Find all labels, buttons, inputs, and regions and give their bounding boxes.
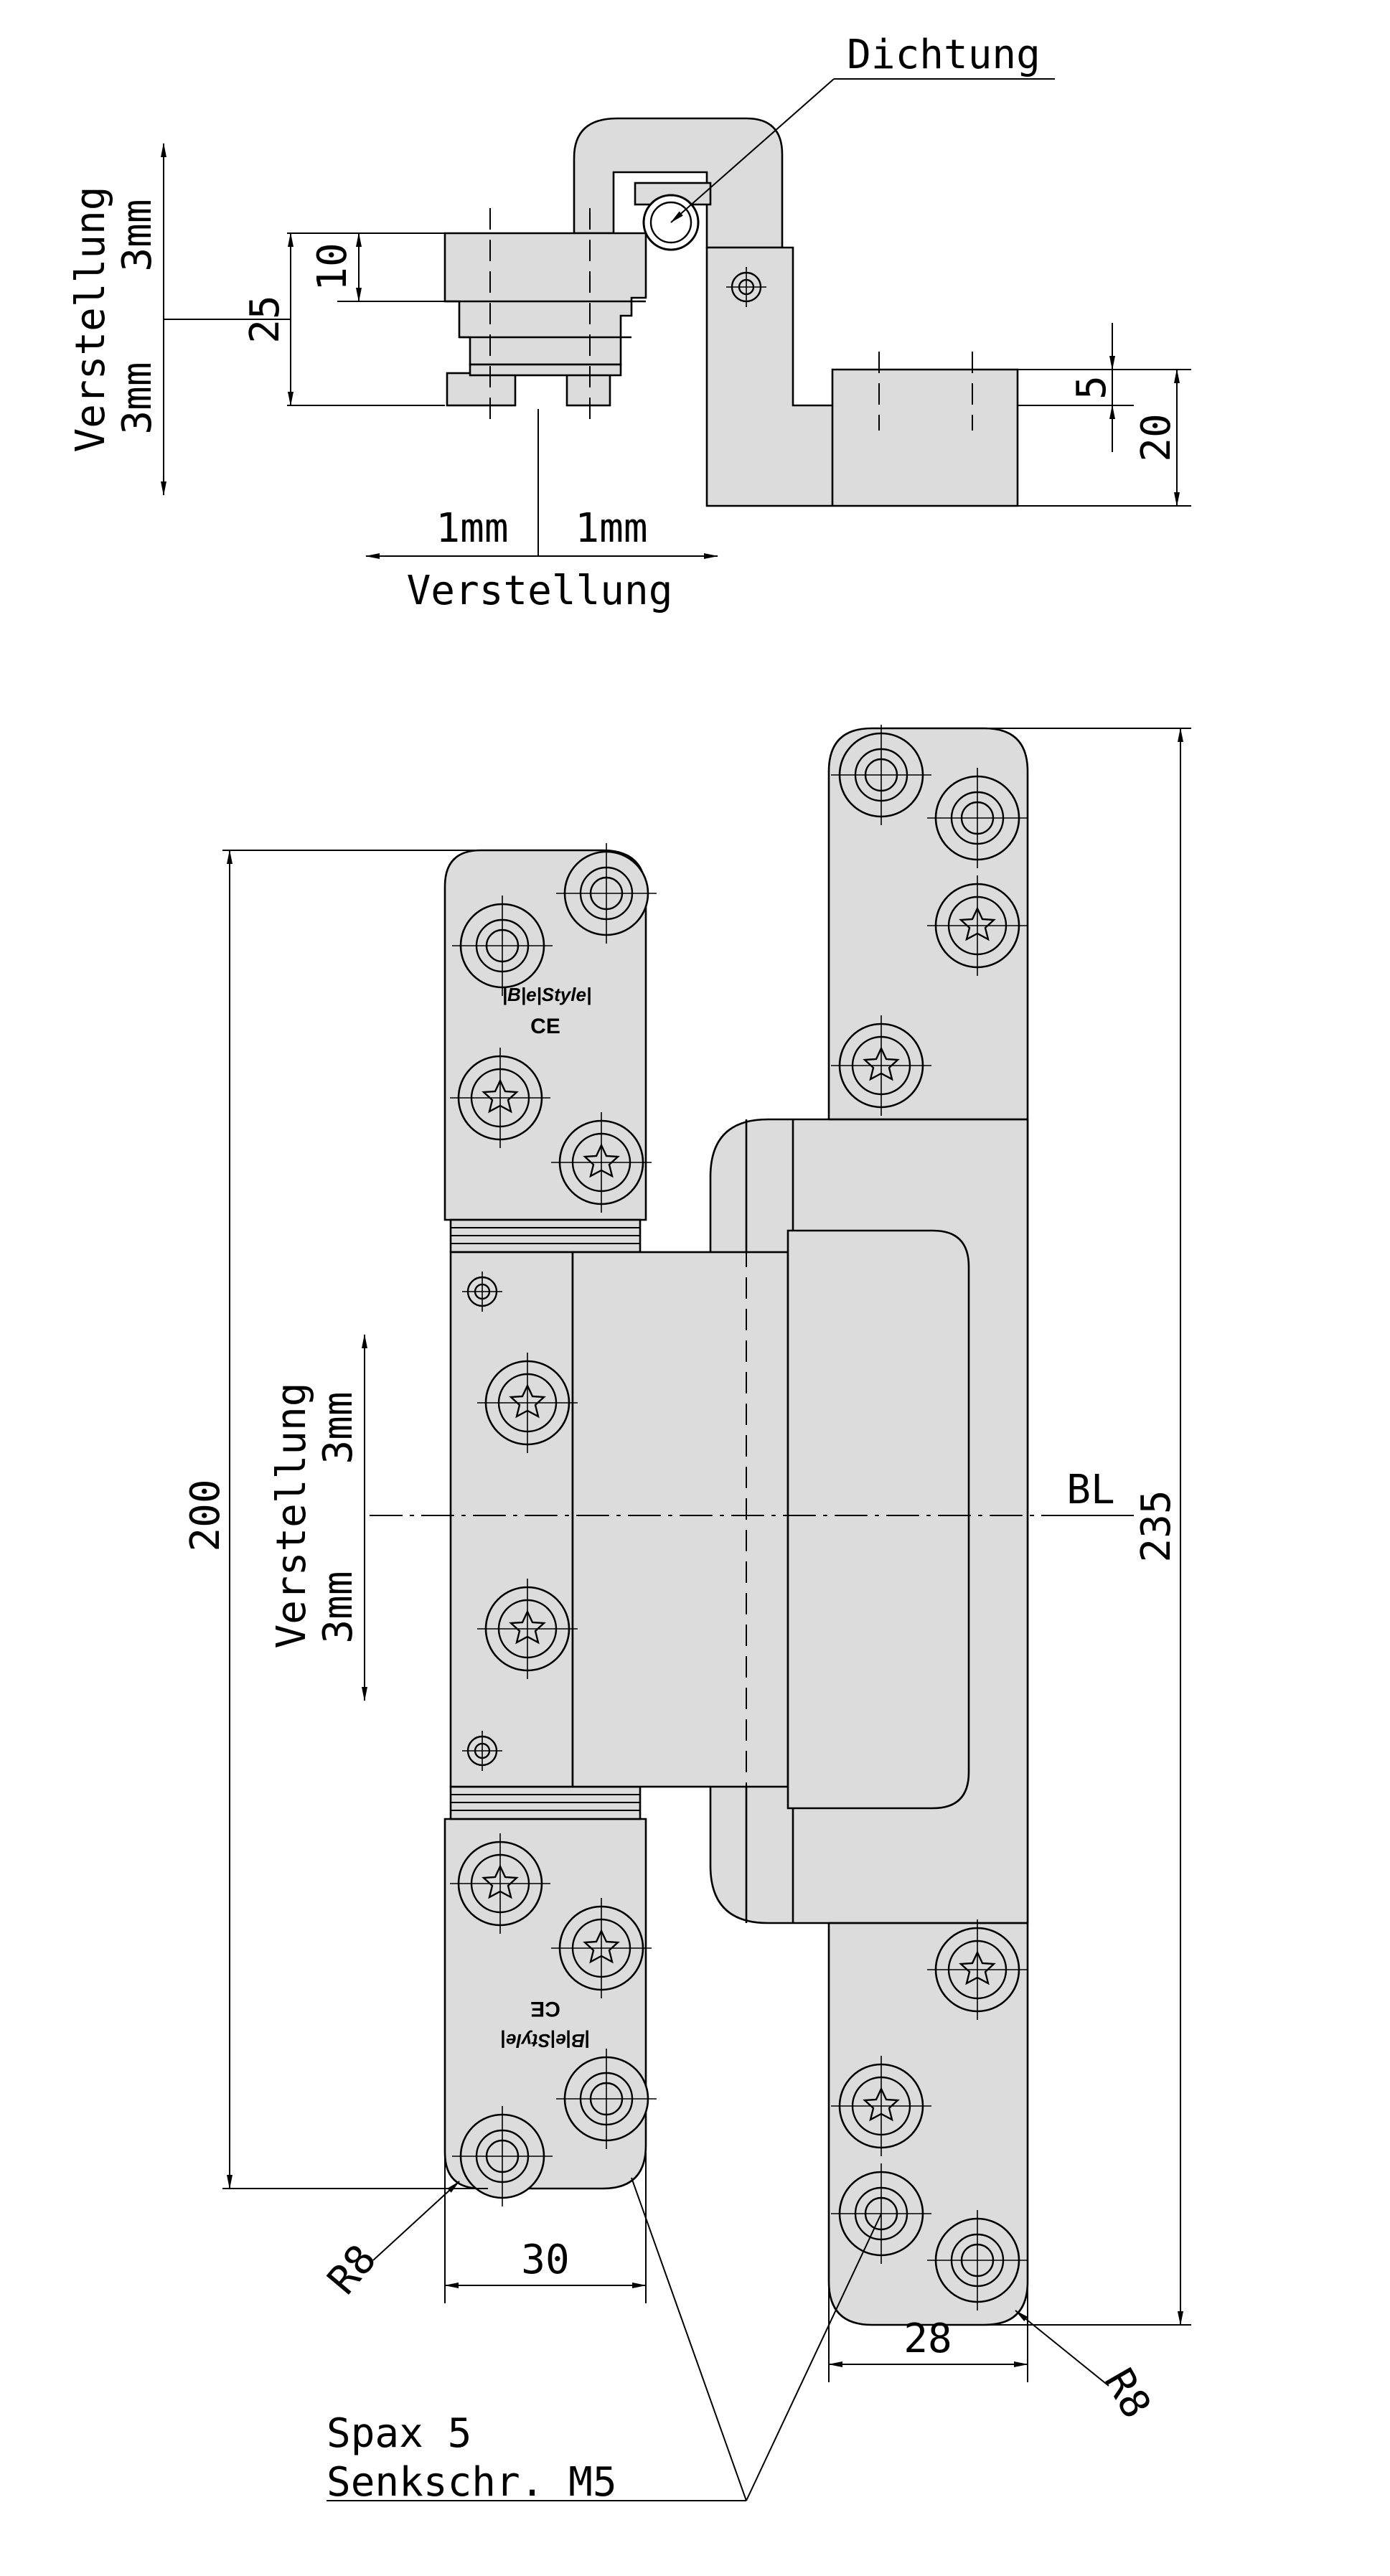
three-mm-label-b: 3mm — [114, 362, 161, 434]
dim-10-label: 10 — [309, 243, 356, 291]
dim-30-label: 30 — [521, 2237, 569, 2283]
one-mm-label-a: 1mm — [436, 505, 508, 552]
adjust-label-top: Verstellung — [67, 187, 114, 453]
ce-mark-bottom: CE — [530, 1997, 560, 2021]
adjust-label-front: Verstellung — [268, 1383, 315, 1649]
radius-label-left: R8 — [319, 2236, 385, 2303]
front-view: |B|e|Style| CE |B|e|Style| CE BL Verstel… — [182, 723, 1191, 2506]
screw-label-m5: Senkschr. M5 — [327, 2459, 617, 2506]
cam-block — [571, 1251, 789, 1788]
brand-mark-bottom: |B|e|Style| — [501, 2030, 590, 2051]
three-mm-label-a: 3mm — [114, 199, 161, 271]
top-view: 25 10 Verstellung 3mm 3mm 1mm 1mm Verste… — [67, 32, 1191, 614]
adjust-label-horizontal: Verstellung — [407, 568, 673, 614]
radius-label-right: R8 — [1095, 2361, 1160, 2426]
one-mm-label-b: 1mm — [575, 505, 647, 552]
dim-235-label: 235 — [1133, 1490, 1180, 1562]
ce-mark-top: CE — [530, 1015, 560, 1038]
adjustment-block — [443, 232, 647, 366]
dim-20-label: 20 — [1133, 413, 1180, 461]
dim-28-label: 28 — [903, 2316, 952, 2362]
dim-5-label: 5 — [1069, 375, 1115, 400]
screw-label-spax: Spax 5 — [327, 2410, 471, 2457]
axis-label: BL — [1066, 1467, 1114, 1513]
three-mm-label-c: 3mm — [315, 1391, 362, 1464]
three-mm-label-d: 3mm — [315, 1571, 362, 1643]
dim-200-label: 200 — [182, 1479, 229, 1551]
adjusting-body — [449, 1251, 574, 1788]
seal-label: Dichtung — [847, 32, 1041, 78]
knuckle-stripes — [449, 1218, 642, 1820]
frame-part — [705, 246, 1019, 507]
cover-cap — [786, 1229, 970, 1810]
hinge-arm — [573, 117, 784, 249]
brand-mark-top: |B|e|Style| — [502, 984, 591, 1005]
